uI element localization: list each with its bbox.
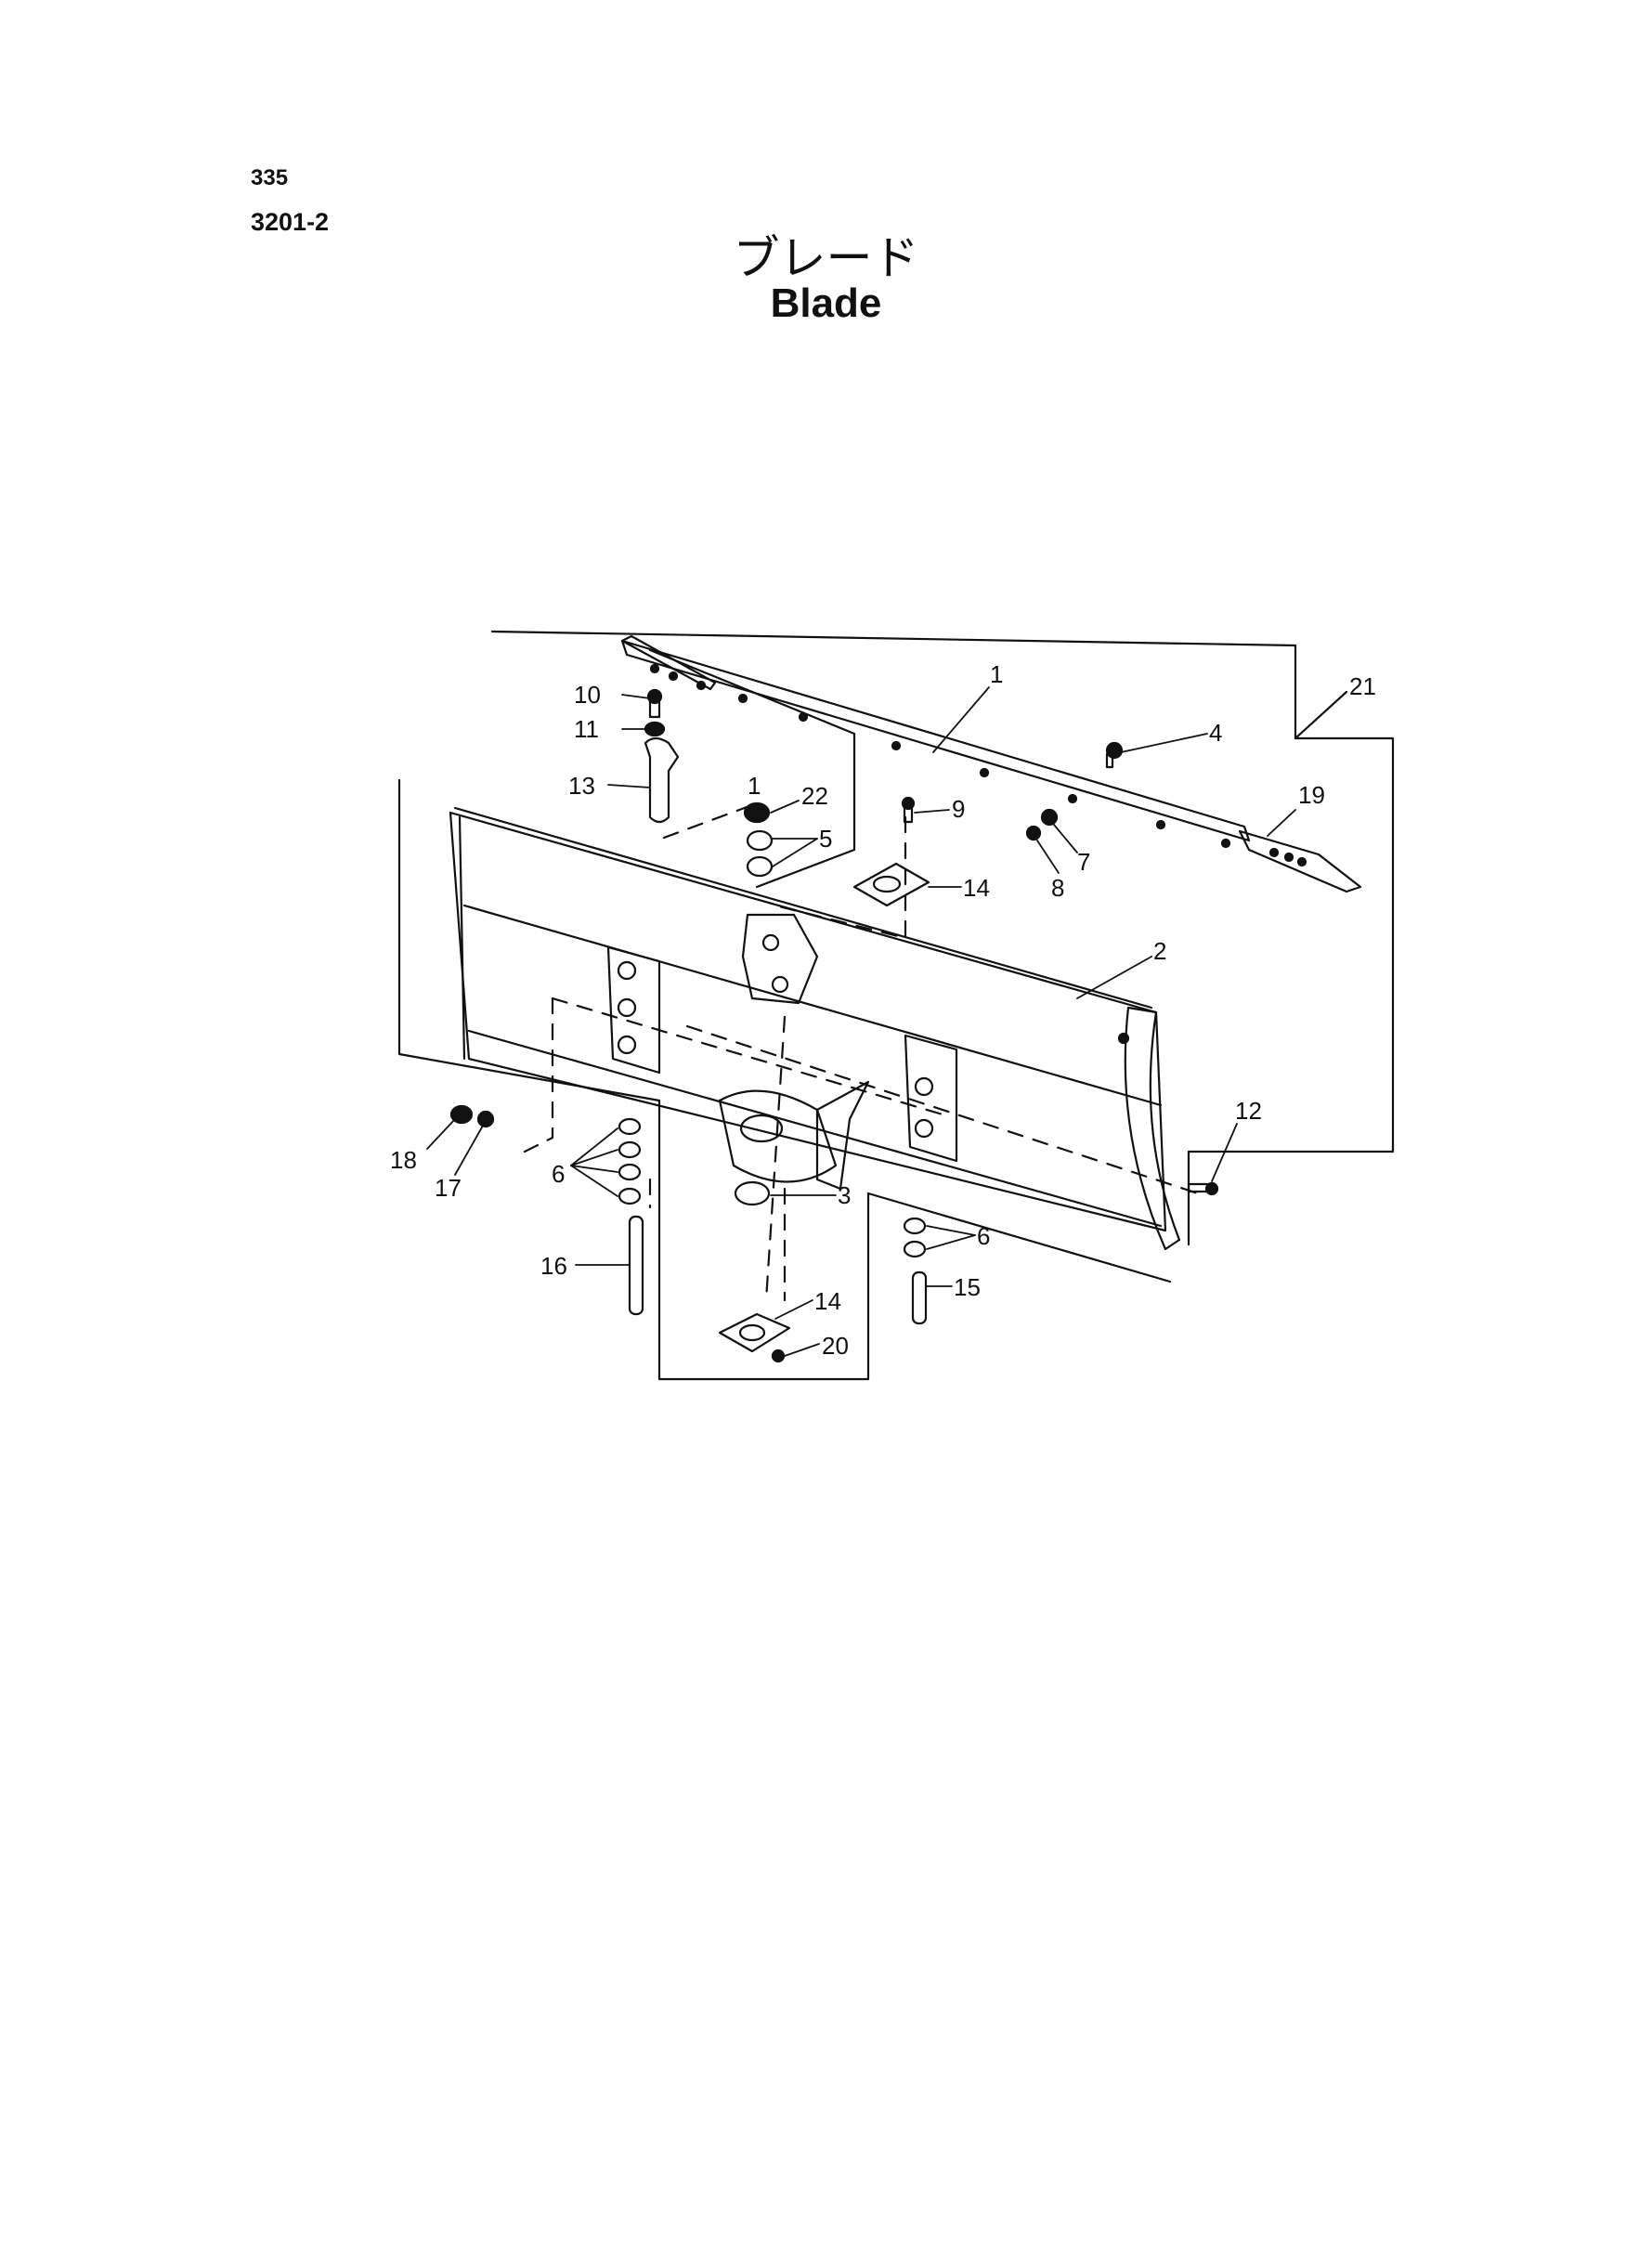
cutting-edge [620, 634, 1251, 849]
callout-21: 21 [1349, 672, 1376, 700]
callout-11: 11 [574, 715, 599, 743]
callout-15: 15 [954, 1273, 981, 1301]
callout-20: 20 [822, 1332, 849, 1360]
callout-5: 5 [819, 825, 832, 853]
callout-12: 12 [1235, 1097, 1262, 1125]
title-english: Blade [770, 280, 882, 326]
callout-7: 7 [1077, 848, 1090, 876]
assembly-boundary-21 [1294, 690, 1348, 740]
page-number: 335 [251, 165, 289, 190]
callout-19: 19 [1298, 781, 1325, 809]
callout-6-left: 6 [552, 1160, 565, 1188]
assembly-boundary-lower [397, 778, 1172, 1381]
callout-9: 9 [952, 795, 965, 823]
callout-14-lower: 14 [814, 1287, 841, 1315]
callout-14-upper: 14 [963, 874, 990, 902]
callout-1: 1 [990, 660, 1003, 688]
title-japanese: ブレード [733, 231, 919, 285]
blade-body [449, 806, 1181, 1251]
callout-13: 13 [568, 772, 595, 800]
callout-10: 10 [574, 681, 601, 709]
assembly-boundary-upper [490, 630, 1395, 1246]
callout-1b: 1 [748, 772, 761, 800]
leader-lines [426, 686, 1296, 1357]
callout-17: 17 [435, 1174, 462, 1202]
alignment-lines [523, 801, 1200, 1302]
callout-16: 16 [540, 1252, 567, 1280]
callout-labels: 1 1 2 3 4 5 6 6 7 8 9 10 11 12 13 14 14 … [390, 660, 1376, 1360]
callout-6-right: 6 [977, 1222, 990, 1250]
figure-number: 3201-2 [251, 208, 330, 236]
end-bit [1238, 829, 1362, 893]
callout-4: 4 [1209, 719, 1222, 747]
callout-18: 18 [390, 1146, 417, 1174]
callout-2: 2 [1153, 937, 1166, 965]
callout-22: 22 [801, 782, 828, 810]
callout-8: 8 [1051, 874, 1064, 902]
callout-3: 3 [838, 1181, 851, 1209]
